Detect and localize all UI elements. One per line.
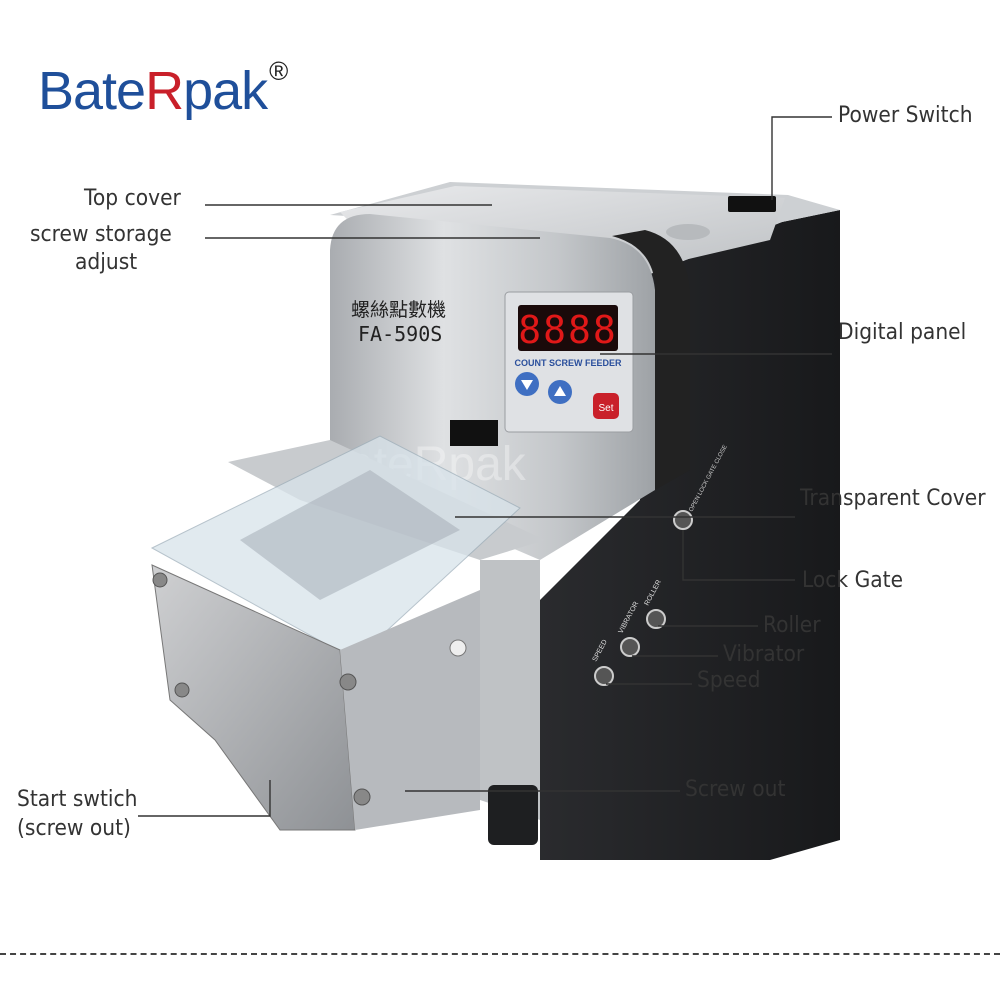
lock-gate-knob: [673, 510, 693, 530]
label-start-switch-sub: (screw out): [17, 816, 131, 841]
vibrator-knob: [620, 637, 640, 657]
svg-text:Set: Set: [598, 403, 613, 414]
label-roller: Roller: [763, 613, 821, 638]
label-top-cover: Top cover: [84, 186, 181, 211]
speed-knob: [594, 666, 614, 686]
power-switch: [728, 196, 776, 212]
led-display: 8888: [518, 308, 618, 352]
label-lock-gate: Lock Gate: [802, 568, 904, 593]
roller-knob: [646, 609, 666, 629]
chinese-label: 螺絲點數機: [351, 299, 446, 321]
label-screw-out: Screw out: [685, 777, 786, 802]
label-screw-storage: screw storage: [30, 222, 172, 247]
machine-right-panel: [540, 210, 840, 860]
panel-caption: COUNT SCREW FEEDER: [514, 358, 622, 368]
label-digital-panel: Digital panel: [838, 320, 967, 345]
model-label: FA-590S: [358, 322, 442, 346]
label-screw-storage-adjust: adjust: [75, 250, 138, 275]
label-speed: Speed: [697, 668, 761, 693]
brand-logo: BateRpak®: [38, 56, 288, 121]
label-power-switch: Power Switch: [838, 103, 973, 128]
label-transparent-cover: Transparent Cover: [800, 486, 986, 511]
label-start-switch: Start swtich: [17, 787, 138, 812]
label-vibrator: Vibrator: [723, 642, 805, 667]
lower-block: [480, 560, 540, 820]
dashed-divider: [0, 953, 1000, 955]
set-button: [593, 393, 619, 419]
